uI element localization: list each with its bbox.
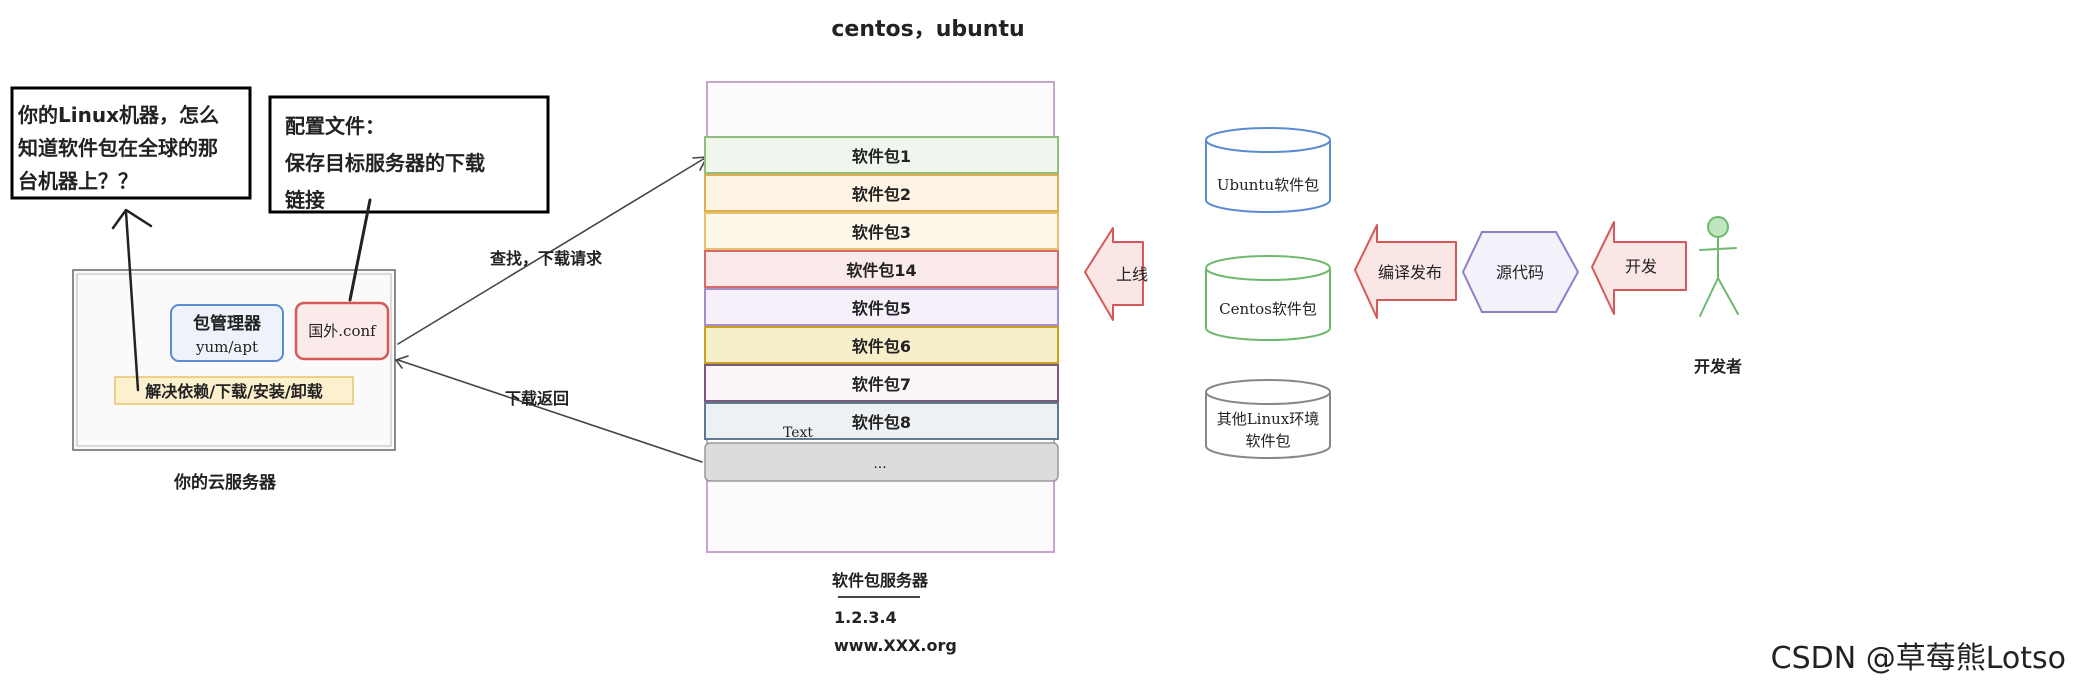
- question-note: 你的Linux机器，怎么 知道软件包在全球的那 台机器上？？: [10, 86, 252, 200]
- watermark: CSDN @草莓熊Lotso: [1771, 641, 2066, 676]
- package-manager-box: [170, 304, 284, 362]
- package-server: 软件包1 软件包2 软件包3 软件包14 软件包5 软件包6 软件包7 软件包8 ... Te…: [704, 81, 1059, 655]
- cloud-server-bar: [114, 376, 354, 405]
- upload-arrow: 上线: [1084, 227, 1148, 321]
- package-row-label: 软件包1: [852, 147, 911, 166]
- develop-arrow: 开发: [1591, 221, 1687, 315]
- question-note-box: [10, 86, 252, 200]
- centos-repo-label: Centos软件包: [1219, 300, 1317, 318]
- package-row: [704, 326, 1059, 364]
- package-row: [704, 212, 1059, 250]
- cloud-server-bar-text: 解决依赖/下载/安装/卸载: [145, 382, 323, 401]
- package-row: [704, 364, 1059, 402]
- source-code: 源代码: [1461, 231, 1580, 313]
- develop-arrow-label: 开发: [1625, 257, 1657, 276]
- conf-file-label: 国外.conf: [308, 322, 377, 340]
- cloud-server: 包管理器 yum/apt 国外.conf 解决依赖/下载/安装/卸载 你的云服务…: [72, 269, 396, 493]
- publish-arrow-label: 编译发布: [1378, 263, 1442, 282]
- package-ellipsis: ...: [873, 456, 886, 472]
- config-note-line-1: 配置文件：: [285, 114, 385, 138]
- package-row: [704, 174, 1059, 212]
- conf-file-box: [294, 301, 390, 361]
- question-arrow: [111, 208, 153, 392]
- question-note-line-3: 台机器上？？: [18, 169, 138, 193]
- package-row-label: 软件包5: [852, 299, 911, 318]
- ubuntu-repo: Ubuntu软件包: [1205, 127, 1331, 213]
- config-link-line: [348, 198, 372, 302]
- other-repo-label-2: 软件包: [1245, 432, 1290, 450]
- config-note-box: [268, 95, 550, 214]
- question-note-line-2: 知道软件包在全球的那: [18, 136, 218, 160]
- developer-label: 开发者: [1694, 357, 1742, 376]
- package-row-label: 软件包8: [852, 413, 911, 432]
- other-repo: 其他Linux环境 软件包: [1205, 379, 1331, 459]
- publish-arrow: 编译发布: [1354, 224, 1457, 319]
- config-note-line-3: 链接: [285, 188, 325, 212]
- package-ellipsis-row: [704, 442, 1059, 482]
- package-row-label: 软件包2: [852, 185, 911, 204]
- package-list: 软件包1 软件包2 软件包3 软件包14 软件包5 软件包6 软件包7 软件包8: [704, 136, 1059, 440]
- package-server-caption: 软件包服务器: [832, 571, 929, 590]
- stray-text: Text: [783, 425, 813, 441]
- config-note: 配置文件： 保存目标服务器的下载 链接: [268, 95, 550, 214]
- source-code-label: 源代码: [1496, 263, 1544, 282]
- package-row-label: 软件包3: [852, 223, 911, 242]
- return-arrow: [395, 355, 703, 463]
- return-arrow-label: 下载返回: [505, 389, 569, 408]
- package-server-domain: www.XXX.org: [834, 636, 957, 655]
- package-server-ip: 1.2.3.4: [834, 608, 897, 627]
- upload-arrow-label: 上线: [1116, 265, 1148, 284]
- cloud-server-caption: 你的云服务器: [173, 472, 277, 493]
- package-row: [704, 250, 1059, 288]
- ubuntu-repo-label: Ubuntu软件包: [1217, 176, 1319, 194]
- developer-icon: [1699, 216, 1739, 317]
- config-note-line-2: 保存目标服务器的下载: [284, 151, 485, 175]
- cloud-server-box-inner: [76, 273, 392, 447]
- package-row: [704, 136, 1059, 174]
- package-manager-sub: yum/apt: [195, 338, 258, 356]
- package-row-label: 软件包7: [852, 375, 911, 394]
- package-manager-label: 包管理器: [193, 313, 262, 334]
- package-row-label: 软件包14: [846, 261, 916, 280]
- package-row-label: 软件包6: [852, 337, 911, 356]
- centos-repo: Centos软件包: [1205, 255, 1331, 341]
- other-repo-label-1: 其他Linux环境: [1217, 410, 1320, 428]
- top-title: centos，ubuntu: [831, 17, 1024, 42]
- question-note-line-1: 你的Linux机器，怎么: [17, 103, 219, 127]
- request-arrow-label: 查找，下载请求: [490, 249, 603, 268]
- package-row: [704, 288, 1059, 326]
- package-row: [704, 402, 1059, 440]
